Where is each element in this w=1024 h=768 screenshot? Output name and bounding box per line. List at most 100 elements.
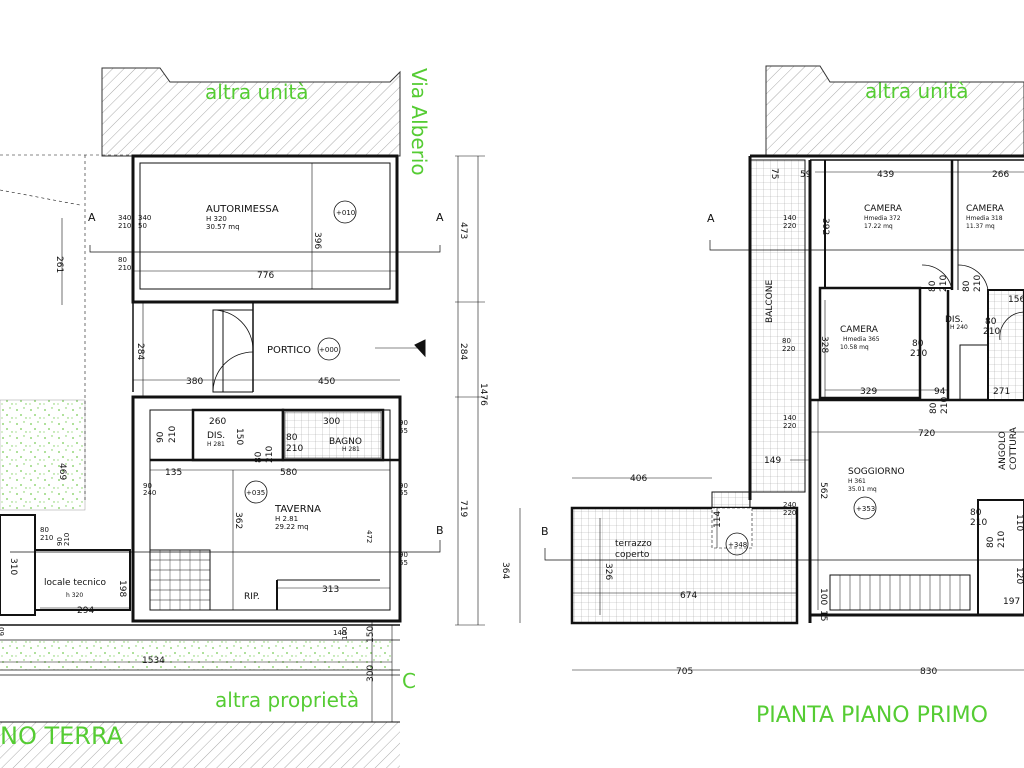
dim-r-149: 149 [764, 456, 781, 466]
dim-r-75: 75 [769, 168, 779, 179]
dim-90f: 90 [56, 537, 64, 546]
dim-580: 580 [280, 468, 297, 478]
dim-r-110: 110 [1014, 514, 1024, 531]
dim-135: 135 [165, 468, 182, 478]
dim-r-140a: 140 [783, 214, 796, 222]
dim-r-80a: 80 [928, 280, 938, 292]
room-dis: DIS. [207, 431, 225, 441]
dim-r-439: 439 [877, 170, 894, 180]
left-plan [0, 67, 485, 768]
room-dis-right: DIS. [945, 315, 963, 325]
title-piano-terra: NO TERRA [0, 722, 124, 750]
dim-r-266: 266 [992, 170, 1009, 180]
dim-340b: 340 [138, 214, 151, 222]
dim-r-80f: 80 [929, 402, 939, 414]
room-angolo-line2: COTTURA [1009, 426, 1019, 470]
level-portico: +000 [319, 346, 338, 354]
dim-300: 300 [366, 665, 376, 682]
altra-proprieta-label: altra proprietà [215, 688, 359, 712]
dim-284-a: 284 [135, 343, 145, 360]
dim-90a: 90 [156, 431, 166, 443]
dim-210g: 210 [63, 533, 71, 546]
dim-90d: 90 [399, 482, 408, 490]
right-plan [519, 65, 1024, 671]
garage-walls [131, 154, 399, 304]
dim-r-210c: 210 [983, 327, 1000, 337]
dim-r-80d: 80 [782, 337, 791, 345]
room-bagno-height: H 281 [342, 446, 360, 453]
dim-340a: 340 [118, 214, 131, 222]
dim-r-220a: 220 [783, 222, 796, 230]
dim-65b: 65 [399, 489, 408, 497]
section-a-left-2: A [436, 211, 444, 224]
room-camera-3: CAMERA [840, 325, 879, 335]
dim-r-80e: 80 [912, 339, 924, 349]
room-dis-right-height: H 240 [950, 324, 968, 331]
dim-210c: 210 [168, 426, 178, 443]
dim-90e: 90 [399, 551, 408, 559]
dim-r-114: 114 [713, 511, 723, 528]
level-autorimessa: +010 [336, 209, 355, 217]
dim-1476: 1476 [478, 383, 488, 406]
room-bagno: BAGNO [329, 437, 362, 447]
room-rip: RIP. [244, 592, 260, 602]
dim-313: 313 [322, 585, 339, 595]
dim-300b: 300 [323, 417, 340, 427]
room-dis-height: H 281 [207, 441, 225, 448]
dim-r-562: 562 [818, 482, 828, 499]
dim-261: 261 [54, 256, 64, 273]
dim-r-156: 156 [1008, 295, 1024, 305]
dim-473: 473 [458, 222, 468, 239]
dim-150b: 150 [234, 428, 244, 445]
dim-r-94: 94 [934, 387, 946, 397]
room-taverna: TAVERNA [274, 504, 321, 515]
room-locale-tecnico: locale tecnico [44, 578, 107, 588]
dim-80b: 80 [286, 433, 298, 443]
altra-unita-left-label: altra unità [205, 80, 309, 104]
dim-396: 396 [312, 232, 322, 249]
dim-90c: 90 [399, 419, 408, 427]
room-terrazzo-line2: coperto [615, 550, 650, 560]
dim-r-830: 830 [920, 667, 937, 677]
dim-r-329: 329 [860, 387, 877, 397]
dim-r-720: 720 [918, 429, 935, 439]
room-camera-2-area: 11.37 mq [966, 223, 995, 230]
room-soggiorno-area: 35.01 mq [848, 486, 877, 493]
dim-260: 260 [209, 417, 226, 427]
dim-210e: 210 [265, 446, 275, 463]
dim-r-328: 328 [819, 336, 829, 353]
room-portico: PORTICO [267, 345, 311, 356]
dim-719: 719 [458, 500, 468, 517]
room-angolo-line1: ANGOLO [998, 431, 1008, 470]
dim-198: 198 [117, 580, 127, 597]
section-b-left: B [436, 524, 444, 537]
dim-80d: 80 [40, 526, 49, 534]
dim-240: 240 [143, 489, 156, 497]
dim-140: 140 [333, 629, 346, 637]
level-soggiorno: +353 [856, 505, 875, 513]
room-terrazzo-line1: terrazzo [615, 539, 652, 549]
room-camera-1-height: Hmedia 372 [864, 215, 901, 222]
dim-r-210f: 210 [970, 518, 987, 528]
altra-unita-right-label: altra unità [865, 79, 969, 103]
dim-80c: 80 [254, 451, 264, 463]
dim-r-210a: 210 [939, 275, 949, 292]
dim-r-220d: 220 [783, 509, 796, 517]
dim-60: 60 [0, 627, 6, 636]
dim-r-140b: 140 [783, 414, 796, 422]
room-camera-3-area: 10.58 mq [840, 344, 869, 351]
dim-65c: 65 [399, 559, 408, 567]
dim-210d: 210 [286, 444, 303, 454]
room-camera-1: CAMERA [864, 204, 903, 214]
room-autorimessa: AUTORIMESSA [206, 204, 279, 215]
dim-210a: 210 [118, 222, 131, 230]
dim-r-220c: 220 [783, 422, 796, 430]
room-soggiorno-height: H 361 [848, 478, 866, 485]
dim-r-15: 15 [818, 610, 828, 621]
dim-776: 776 [257, 271, 274, 281]
dim-210f: 210 [40, 534, 53, 542]
dim-r-326: 326 [603, 563, 613, 580]
dim-80a: 80 [118, 256, 127, 264]
room-camera-3-height: Hmedia 365 [843, 336, 880, 343]
